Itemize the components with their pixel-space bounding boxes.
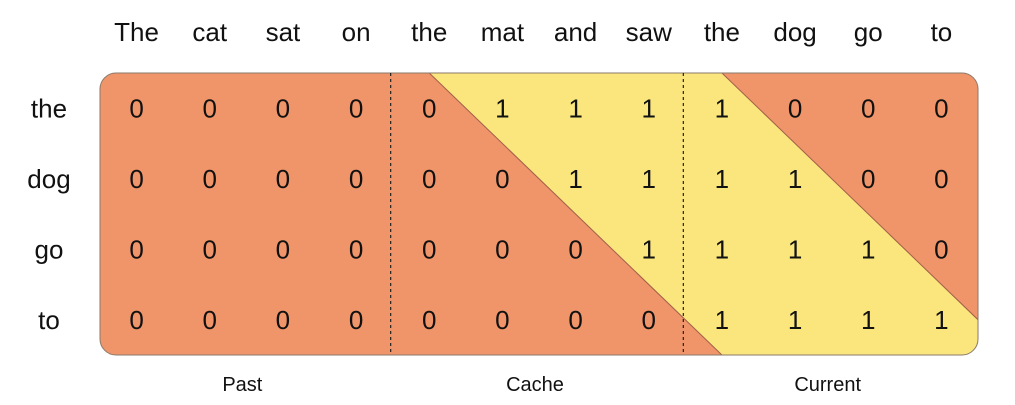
row-header-word: the <box>31 93 67 123</box>
section-label-current: Current <box>794 374 861 396</box>
mask-cell-value: 0 <box>642 305 656 335</box>
mask-cell-value: 0 <box>422 93 436 123</box>
mask-cell-value: 0 <box>203 164 217 194</box>
column-header-word: the <box>704 17 740 47</box>
mask-cell-value: 1 <box>715 234 729 264</box>
row-header-word: go <box>35 234 64 264</box>
mask-cell-value: 1 <box>642 164 656 194</box>
column-header-word: cat <box>192 17 227 47</box>
mask-cell-value: 0 <box>934 164 948 194</box>
mask-cell-value: 1 <box>861 234 875 264</box>
section-label-cache: Cache <box>506 374 564 396</box>
column-header-word: mat <box>481 17 525 47</box>
column-header-word: saw <box>626 17 672 47</box>
mask-box-outline <box>99 72 979 356</box>
mask-cell-value: 0 <box>495 234 509 264</box>
mask-cell-value: 1 <box>715 305 729 335</box>
mask-cell-value: 0 <box>861 164 875 194</box>
mask-cell-value: 0 <box>568 234 582 264</box>
mask-cell-value: 0 <box>568 305 582 335</box>
mask-cell-value: 0 <box>349 234 363 264</box>
column-header-word: sat <box>266 17 301 47</box>
column-header-word: The <box>114 17 159 47</box>
mask-cell-value: 0 <box>276 305 290 335</box>
mask-cell-value: 0 <box>203 305 217 335</box>
band-left-edge <box>428 73 723 355</box>
mask-cell-value: 0 <box>788 93 802 123</box>
mask-cell-value: 1 <box>568 164 582 194</box>
mask-cell-value: 1 <box>788 305 802 335</box>
mask-cell-value: 1 <box>642 93 656 123</box>
mask-cell-value: 1 <box>568 93 582 123</box>
mask-cell-value: 1 <box>495 93 509 123</box>
mask-cell-value: 0 <box>276 164 290 194</box>
mask-cell-value: 0 <box>495 164 509 194</box>
mask-cell-value: 0 <box>203 93 217 123</box>
mask-cell-value: 1 <box>788 164 802 194</box>
mask-cell-value: 0 <box>495 305 509 335</box>
column-header-word: the <box>411 17 447 47</box>
mask-cell-value: 0 <box>934 93 948 123</box>
mask-cell-value: 0 <box>276 234 290 264</box>
mask-cell-value: 1 <box>715 164 729 194</box>
column-header-word: to <box>931 17 953 47</box>
mask-cell-value: 0 <box>129 234 143 264</box>
mask-cell-value: 0 <box>129 93 143 123</box>
mask-cell-value: 0 <box>422 305 436 335</box>
mask-cell-value: 0 <box>349 305 363 335</box>
band-right-edge <box>721 73 978 355</box>
section-label-past: Past <box>222 374 262 396</box>
column-header-word: dog <box>773 17 816 47</box>
mask-cell-value: 1 <box>861 305 875 335</box>
mask-cell-value: 0 <box>349 93 363 123</box>
mask-cell-value: 0 <box>422 234 436 264</box>
column-header-word: on <box>342 17 371 47</box>
row-header-word: to <box>38 305 60 335</box>
mask-cell-value: 1 <box>934 305 948 335</box>
mask-cell-value: 0 <box>129 164 143 194</box>
row-header-word: dog <box>27 164 70 194</box>
mask-cell-value: 0 <box>349 164 363 194</box>
ones-region <box>429 73 978 355</box>
mask-cell-value: 0 <box>861 93 875 123</box>
mask-cell-value: 0 <box>934 234 948 264</box>
mask-cell-value: 0 <box>203 234 217 264</box>
mask-cell-value: 0 <box>129 305 143 335</box>
mask-cell-value: 1 <box>715 93 729 123</box>
mask-cell-value: 1 <box>642 234 656 264</box>
mask-cell-value: 0 <box>422 164 436 194</box>
mask-cell-value: 0 <box>276 93 290 123</box>
column-header-word: and <box>554 17 597 47</box>
mask-cell-value: 1 <box>788 234 802 264</box>
column-header-word: go <box>854 17 883 47</box>
